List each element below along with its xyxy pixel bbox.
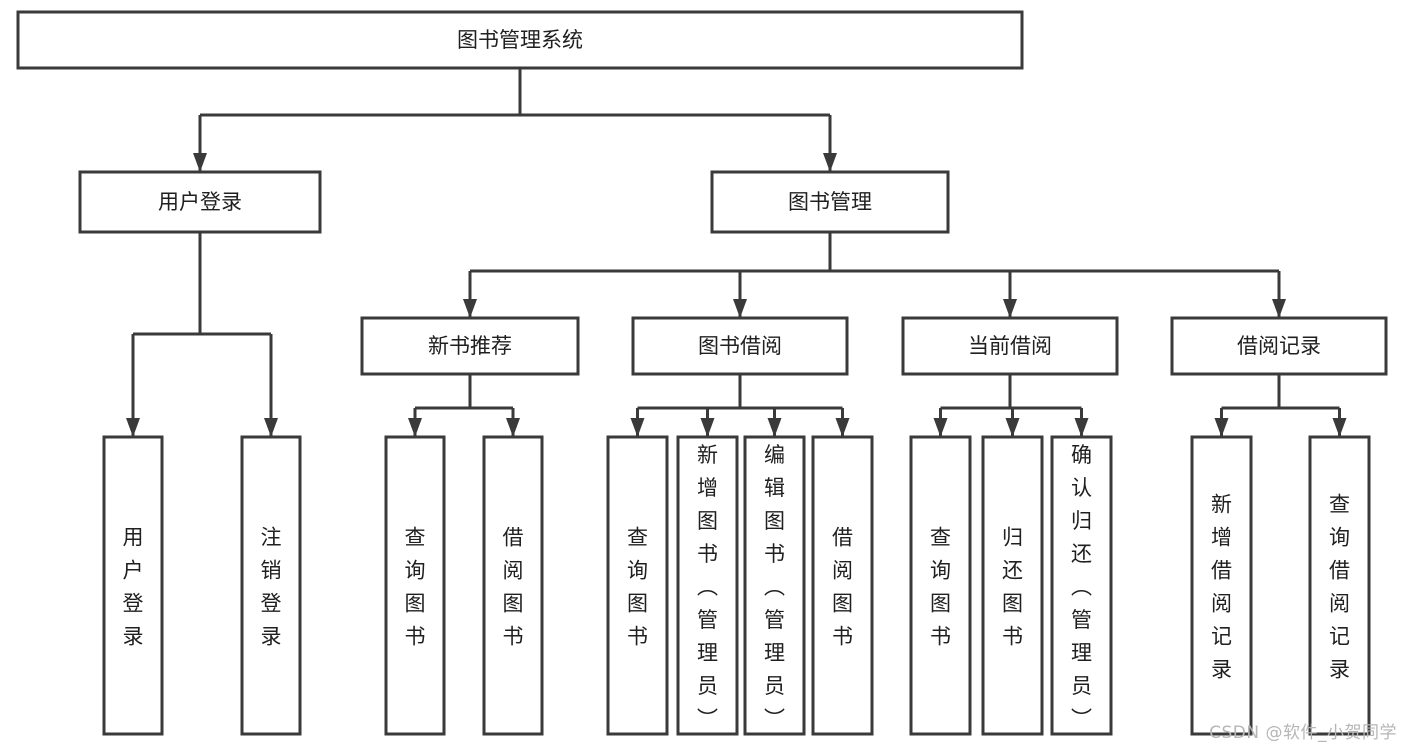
arrow-head-icon [1003, 299, 1017, 318]
node-layer: 图书管理系统用户登录用户登录注销登录图书管理新书推荐查询图书借阅图书图书借阅查询… [16, 10, 1388, 736]
node-box-user-login-do [102, 435, 164, 736]
arrow-head-icon [193, 153, 207, 172]
node-new-book-recommend[interactable]: 新书推荐 [360, 316, 580, 376]
node-borrow-book-1[interactable]: 借阅图书 [482, 435, 544, 736]
node-label-edit-book: 编辑图书︵管理员︶ [764, 443, 785, 731]
arrow-head-icon [700, 418, 715, 437]
node-user-login[interactable]: 用户登录 [78, 170, 322, 234]
node-query-book-3[interactable]: 查询图书 [909, 435, 972, 736]
node-box-undefined [16, 10, 1024, 70]
node-label-user-logout: 注销登录 [261, 526, 282, 649]
node-undefined[interactable]: 图书管理系统 [16, 10, 1024, 70]
node-label-user-login-do: 用户登录 [123, 526, 144, 649]
node-box-query-book-2 [606, 435, 669, 736]
node-label-return-book: 归还图书 [1002, 526, 1023, 649]
arrow-head-icon [1214, 418, 1229, 437]
node-borrow-book-2[interactable]: 借阅图书 [811, 435, 874, 736]
node-box-borrow-record [1170, 316, 1388, 376]
arrow-head-icon [1005, 418, 1020, 437]
node-label-confirm-return: 确认归还︵管理员︶ [1071, 443, 1092, 731]
node-label-add-book: 新增图书︵管理员︶ [697, 443, 718, 731]
node-borrow-record[interactable]: 借阅记录 [1170, 316, 1388, 376]
node-box-add-book [676, 435, 739, 736]
node-current-borrow[interactable]: 当前借阅 [901, 316, 1119, 376]
arrow-head-icon [463, 299, 477, 318]
node-label-query-book-1: 查询图书 [405, 526, 426, 649]
node-book-borrow[interactable]: 图书借阅 [631, 316, 849, 376]
node-label-borrow-record: 借阅记录 [1237, 334, 1321, 358]
node-label-query-borrow-record: 查询借阅记录 [1329, 493, 1350, 682]
node-label-query-book-2: 查询图书 [627, 526, 648, 649]
connector-layer [126, 68, 1347, 437]
node-box-return-book [981, 435, 1044, 736]
node-label-add-borrow-record: 新增借阅记录 [1211, 493, 1232, 682]
node-user-logout[interactable]: 注销登录 [240, 435, 302, 736]
node-query-book-2[interactable]: 查询图书 [606, 435, 669, 736]
node-box-edit-book [743, 435, 806, 736]
node-add-book[interactable]: 新增图书︵管理员︶ [676, 435, 739, 736]
arrow-head-icon [506, 418, 520, 437]
arrow-head-icon [1272, 299, 1286, 318]
node-box-user-logout [240, 435, 302, 736]
node-box-current-borrow [901, 316, 1119, 376]
node-box-add-borrow-record [1190, 435, 1253, 736]
arrow-head-icon [835, 418, 850, 437]
node-box-user-login [78, 170, 322, 234]
node-box-borrow-book-2 [811, 435, 874, 736]
node-user-login-do[interactable]: 用户登录 [102, 435, 164, 736]
node-label-undefined: 图书管理系统 [457, 28, 583, 52]
arrow-head-icon [767, 418, 782, 437]
arrow-head-icon [933, 418, 948, 437]
node-box-borrow-book-1 [482, 435, 544, 736]
node-book-manage[interactable]: 图书管理 [710, 170, 950, 234]
node-add-borrow-record[interactable]: 新增借阅记录 [1190, 435, 1253, 736]
arrow-head-icon [630, 418, 645, 437]
node-box-confirm-return [1050, 435, 1113, 736]
arrow-head-icon [408, 418, 422, 437]
node-label-borrow-book-1: 借阅图书 [503, 526, 524, 649]
node-box-new-book-recommend [360, 316, 580, 376]
node-confirm-return[interactable]: 确认归还︵管理员︶ [1050, 435, 1113, 736]
arrow-head-icon [733, 299, 747, 318]
node-box-query-book-3 [909, 435, 972, 736]
node-label-borrow-book-2: 借阅图书 [832, 526, 853, 649]
node-label-current-borrow: 当前借阅 [968, 334, 1052, 358]
node-query-borrow-record[interactable]: 查询借阅记录 [1308, 435, 1371, 736]
node-box-book-manage [710, 170, 950, 234]
node-edit-book[interactable]: 编辑图书︵管理员︶ [743, 435, 806, 736]
node-label-book-borrow: 图书借阅 [698, 334, 782, 358]
arrow-head-icon [264, 418, 278, 437]
node-label-new-book-recommend: 新书推荐 [428, 334, 512, 358]
arrow-head-icon [1332, 418, 1347, 437]
node-box-book-borrow [631, 316, 849, 376]
arrow-head-icon [126, 418, 140, 437]
node-label-user-login: 用户登录 [158, 190, 242, 214]
node-box-query-book-1 [384, 435, 446, 736]
node-label-query-book-3: 查询图书 [930, 526, 951, 649]
arrow-head-icon [823, 153, 837, 172]
node-return-book[interactable]: 归还图书 [981, 435, 1044, 736]
node-query-book-1[interactable]: 查询图书 [384, 435, 446, 736]
arrow-head-icon [1074, 418, 1089, 437]
node-label-book-manage: 图书管理 [788, 190, 872, 214]
node-box-query-borrow-record [1308, 435, 1371, 736]
